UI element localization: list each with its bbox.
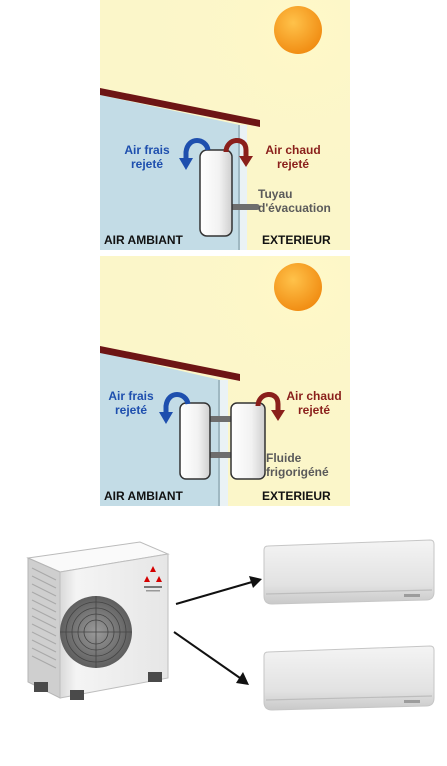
hot-air-arrow (223, 138, 249, 156)
indoor-unit-top (263, 539, 435, 605)
outside-label: EXTERIEUR (262, 233, 331, 247)
inside-label: AIR AMBIANT (104, 233, 183, 247)
inside-label: AIR AMBIANT (104, 489, 183, 503)
hot-air-arrow (255, 392, 281, 410)
hot-air-label: Air chaud rejeté (286, 389, 342, 417)
outdoor-unit (26, 541, 170, 700)
cold-air-arrow (183, 138, 211, 160)
sun-icon (274, 263, 322, 311)
diagram-mobile-ac-scene (100, 0, 350, 250)
roof (100, 346, 240, 381)
cold-air-label: Air frais rejeté (124, 143, 170, 171)
brand-logo-icon (144, 566, 162, 582)
refrigerant-label: Fluide frigorigéné (266, 451, 329, 479)
wall (240, 125, 247, 250)
outdoor-unit (230, 402, 266, 480)
refrigerant-line-top (208, 416, 234, 422)
hot-air-label: Air chaud rejeté (265, 143, 321, 171)
exhaust-pipe-label: Tuyau d'évacuation (258, 187, 331, 215)
cold-air-label: Air frais rejeté (108, 389, 154, 417)
outside-label: EXTERIEUR (262, 489, 331, 503)
diagram-mobile-ac: Air frais rejeté Air chaud rejeté Tuyau … (100, 0, 350, 250)
diagram-split-ac: Air frais rejeté Air chaud rejeté Fluide… (100, 256, 350, 506)
cold-air-arrow (163, 392, 191, 414)
sun-icon (274, 6, 322, 54)
connection-arrow-bottom (173, 631, 249, 685)
diagram-split-ac-scene (100, 256, 350, 506)
multi-split-illustration (0, 520, 447, 761)
connection-arrow-top (175, 576, 262, 605)
indoor-unit-bottom (263, 645, 435, 711)
multi-split-scene (26, 539, 435, 711)
roof (100, 88, 260, 127)
mobile-unit (199, 149, 233, 237)
refrigerant-line-bottom (208, 452, 234, 458)
wall (220, 380, 228, 506)
indoor-unit (179, 402, 211, 480)
